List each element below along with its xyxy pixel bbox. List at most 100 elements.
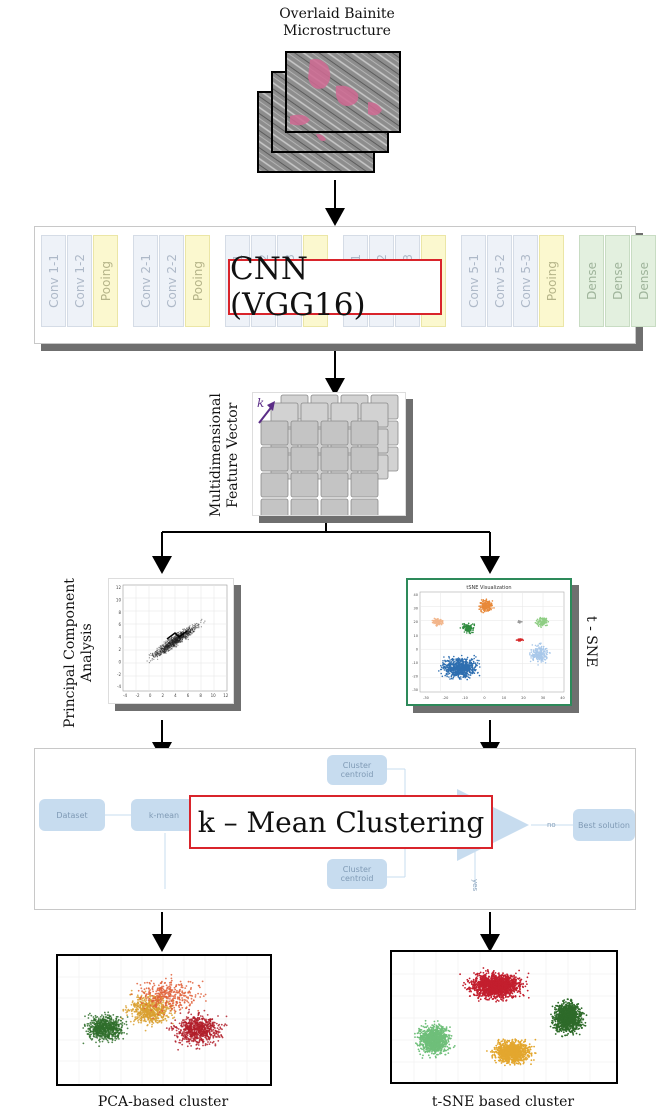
pca-cluster-point [178, 1006, 181, 1009]
pca-cluster-point [131, 1012, 133, 1015]
pca-cluster-point [145, 1013, 148, 1016]
tsne-point [459, 666, 461, 668]
pca-y-tick: 8 [118, 610, 121, 615]
pca-cluster-point [144, 1029, 147, 1032]
pca-cluster-point [111, 1035, 114, 1038]
pca-cluster-point [208, 1029, 211, 1031]
pca-cluster-point [143, 992, 146, 995]
tsne-point [449, 678, 451, 680]
pca-cluster-point [156, 1015, 159, 1017]
tsne-point [446, 671, 449, 673]
feature-label-line2: Feature Vector [225, 402, 241, 508]
pca-cluster-point [206, 1024, 209, 1026]
pca-cluster-point [156, 1000, 159, 1002]
pca-cluster-point [160, 999, 163, 1002]
pca-cluster-point [197, 1019, 199, 1021]
tsne-point [466, 632, 468, 634]
pca-point [169, 640, 171, 643]
pca-point [164, 647, 166, 649]
pca-cluster-point [102, 1028, 105, 1031]
pca-point [157, 658, 159, 660]
pca-cluster-point [175, 1001, 178, 1003]
tsne-point [463, 664, 466, 667]
pca-cluster-point [173, 1024, 175, 1027]
cnn-layer-pool: Pooing [93, 235, 118, 327]
tsne-point [451, 658, 454, 661]
pca-cluster-point [173, 1012, 176, 1015]
pca-point [159, 650, 161, 652]
pca-cluster-point [157, 996, 159, 999]
pca-cluster-point [90, 1025, 93, 1028]
pca-point [176, 638, 178, 640]
pca-point [171, 638, 173, 640]
pca-cluster-point [95, 1041, 97, 1044]
pca-point [169, 638, 172, 640]
pca-cluster-point [89, 1021, 92, 1024]
pca-cluster-point [113, 1026, 115, 1028]
pca-cluster-point [214, 1044, 217, 1047]
tsne-cluster-scatter [392, 952, 616, 1082]
pca-cluster-point [145, 997, 148, 999]
tsne-point [431, 619, 434, 622]
pca-point [165, 642, 167, 644]
pca-cluster-point [202, 1035, 205, 1038]
pca-cluster-point [212, 1040, 215, 1043]
pca-cluster-point [136, 1001, 139, 1004]
tsne-point [539, 654, 542, 656]
pca-cluster-point [96, 1020, 99, 1023]
k-symbol: k [257, 396, 264, 410]
pca-cluster-point [106, 1034, 109, 1037]
pca-cluster-point [184, 1032, 187, 1034]
pca-cluster-point [196, 1016, 199, 1019]
tsne-point [537, 650, 539, 652]
tsne-point [440, 620, 442, 623]
pca-cluster-point [150, 1009, 152, 1012]
pca-cluster-point [147, 995, 149, 998]
pca-cluster-point [172, 995, 175, 998]
pca-point [161, 644, 163, 646]
pca-cluster-point [112, 1022, 115, 1025]
tsne-x-tick: -30 [423, 696, 429, 700]
pca-cluster-point [94, 1014, 97, 1017]
pca-cluster-point [219, 1027, 222, 1030]
pca-cluster-point [156, 1022, 159, 1024]
pca-cluster-point [157, 1013, 160, 1016]
pca-cluster-point [170, 1000, 173, 1003]
pca-point [173, 643, 175, 645]
tsne-point [466, 664, 468, 667]
pca-point [187, 636, 189, 638]
pca-cluster-point [179, 1001, 182, 1004]
pca-point [176, 642, 178, 644]
pca-cluster-point [162, 1001, 164, 1004]
tsne-point [536, 645, 538, 648]
pca-cluster-point [158, 1004, 161, 1007]
tsne-point [471, 623, 474, 625]
flow-box-best-solution: Best solution [573, 809, 635, 841]
tsne-point [436, 624, 438, 627]
tsne-point [545, 619, 548, 622]
tsne-point [455, 671, 458, 674]
pca-cluster-point [204, 1031, 206, 1034]
tsne-point [457, 671, 460, 674]
pca-cluster-point [185, 1007, 188, 1010]
cnn-layer-label: Pooing [544, 260, 559, 302]
tsne-point [468, 631, 470, 633]
pca-cluster-point [98, 1045, 100, 1048]
pca-point [186, 633, 188, 635]
pca-cluster-point [155, 990, 158, 993]
pca-point [179, 641, 181, 643]
pca-point [201, 618, 203, 620]
pca-cluster-point [171, 1000, 174, 1003]
tsne-point [446, 659, 449, 662]
pca-cluster-point [124, 1009, 127, 1011]
pca-cluster-point [134, 1016, 137, 1019]
pca-cluster-point [111, 1041, 114, 1044]
pca-cluster-point [186, 1027, 189, 1030]
pca-cluster-point [115, 1031, 117, 1034]
pca-cluster-point [188, 1008, 191, 1011]
pca-cluster-point [201, 1026, 204, 1029]
pca-point [161, 650, 163, 652]
pca-point [159, 651, 161, 653]
pca-cluster-point [147, 993, 150, 995]
